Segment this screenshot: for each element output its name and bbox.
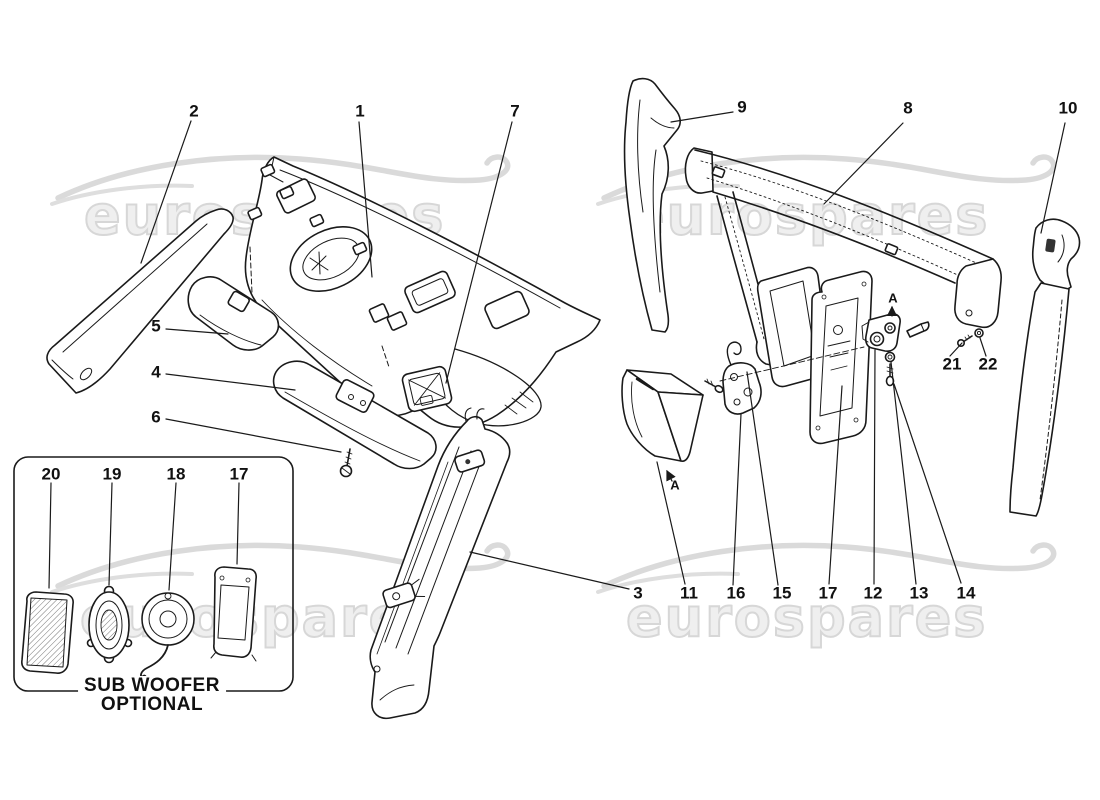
part-callout-21: 21 [942, 354, 962, 374]
part-bolt-conical [906, 321, 930, 338]
part-callout-5: 5 [151, 316, 161, 336]
part-8-roof-frame [684, 147, 1002, 388]
part-callout-19: 19 [102, 464, 122, 484]
part-17-mount-frame [809, 270, 873, 445]
part-callout-17b: 17 [229, 464, 249, 484]
part-10-rear-pillar-trim [1009, 218, 1081, 517]
view-marker-a-right: A [888, 290, 898, 306]
view-marker-a-left: A [670, 477, 680, 493]
part-7-lamp-housing [401, 365, 453, 413]
part-16-hook-bracket [722, 341, 762, 415]
part-callout-6: 6 [151, 407, 161, 427]
part-screw-bucket [704, 378, 724, 394]
part-callout-15: 15 [772, 583, 792, 603]
part-11-storage-bucket [621, 369, 704, 462]
part-callout-11: 11 [680, 583, 698, 603]
part-2-a-pillar-trim [46, 208, 234, 394]
part-callout-14: 14 [956, 583, 976, 603]
part-12-latch [861, 313, 901, 352]
part-callout-12: 12 [863, 583, 883, 603]
part-callout-17: 17 [818, 583, 838, 603]
watermark-text: eurospares [625, 585, 988, 650]
part-callout-13: 13 [909, 583, 929, 603]
part-callout-16: 16 [726, 583, 746, 603]
part-5-sun-visor [187, 276, 280, 351]
part-3-b-pillar-trim [369, 407, 511, 720]
part-callout-8: 8 [903, 98, 913, 118]
part-callout-10: 10 [1058, 98, 1078, 118]
part-callout-18: 18 [166, 464, 186, 484]
part-21-screw [956, 334, 973, 347]
part-22-nut [974, 328, 984, 338]
part-1-roof-headliner-panel [244, 156, 601, 428]
part-callout-1: 1 [355, 101, 365, 121]
part-callout-2: 2 [189, 101, 199, 121]
part-callout-4: 4 [151, 362, 161, 382]
part-callout-7: 7 [510, 101, 520, 121]
subwoofer-note: SUB WOOFER OPTIONAL [78, 676, 226, 715]
part-callout-22: 22 [978, 354, 998, 374]
car-swoosh-icon [596, 542, 1057, 594]
part-callout-20: 20 [41, 464, 61, 484]
part-19-speaker-bracket [86, 585, 133, 664]
direction-arrow-a-left [666, 469, 676, 482]
subwoofer-note-line1: SUB WOOFER [84, 675, 220, 696]
subwoofer-inset [13, 456, 294, 692]
leader-lines [48, 111, 1066, 591]
part-4-sun-visor [272, 360, 437, 470]
part-18-speaker [136, 592, 195, 685]
subwoofer-note-line2: OPTIONAL [100, 694, 204, 716]
part-17b-mount-frame [210, 566, 257, 662]
part-callout-9: 9 [737, 97, 747, 117]
part-9-a-pillar-trim [623, 77, 681, 333]
part-20-speaker-grille [21, 591, 74, 674]
part-6-screw [339, 448, 353, 478]
part-13-washer [884, 351, 896, 363]
part-callout-3: 3 [633, 583, 643, 603]
